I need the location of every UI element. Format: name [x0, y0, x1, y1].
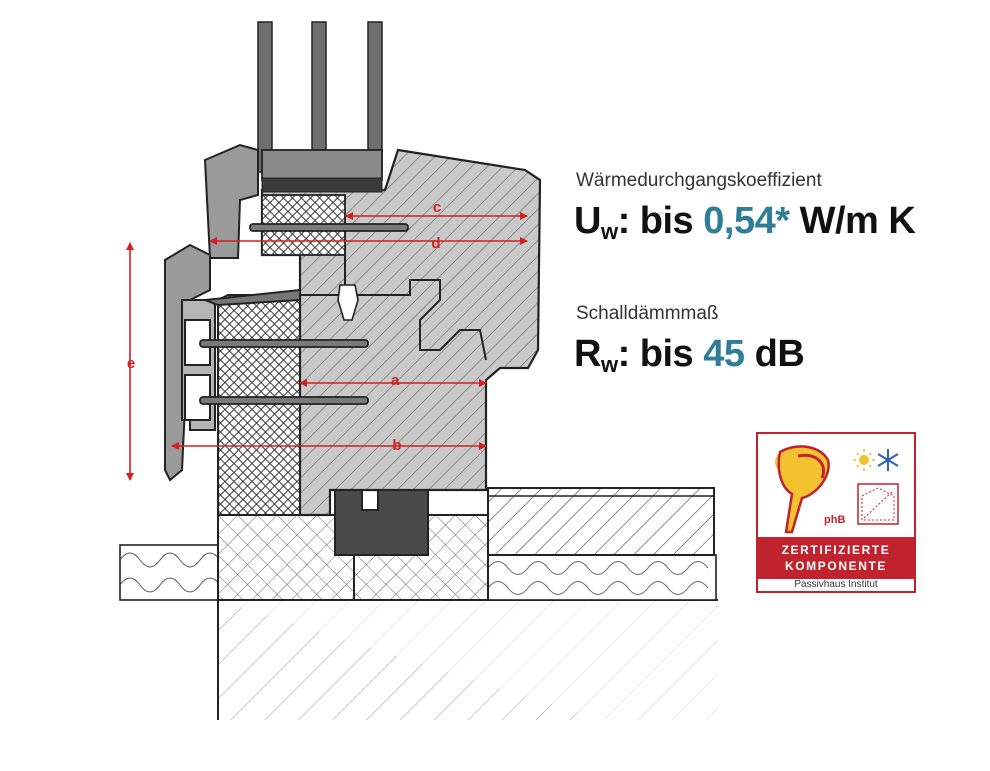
passivhaus-logo [775, 445, 899, 534]
sill-profile [334, 489, 429, 556]
badge-band: ZERTIFIZIERTE KOMPONENTE [758, 537, 914, 579]
acoustic-value: 45 [703, 333, 745, 375]
acoustic-unit: dB [744, 333, 805, 375]
thermal-label: Wärmedurchgangskoeffizient [576, 170, 822, 191]
badge-line-2: KOMPONENTE [784, 559, 887, 573]
sun-small-icon [853, 449, 875, 471]
dimension-lines [126, 212, 528, 481]
acoustic-label: Schalldämmmaß [576, 303, 719, 324]
floor-section [217, 599, 718, 720]
snowflake-icon [877, 449, 899, 471]
acoustic-symbol: R [574, 333, 601, 375]
fixing-screws [199, 223, 409, 405]
insulation-layer-left [119, 544, 221, 601]
thermal-subscript: w [600, 219, 618, 244]
badge-mark: phB [824, 514, 846, 526]
thermal-unit: W/m K [789, 200, 916, 242]
acoustic-prefix: : bis [617, 333, 704, 375]
insulation-layer-right [487, 554, 717, 601]
badge-institute: Passivhaus Institut [794, 579, 878, 590]
dimension-b-label: b [392, 437, 401, 454]
glazing-panes [257, 21, 383, 193]
thermal-value-line: Uw: bis 0,54* W/m K [574, 200, 916, 245]
aluminium-cladding [164, 143, 301, 482]
dimension-d-label: d [431, 235, 440, 252]
dimension-a-label: a [391, 372, 400, 389]
dimension-c-label: c [433, 199, 441, 216]
house-window-icon [857, 483, 899, 525]
thermal-symbol: U [574, 200, 601, 242]
thermal-value: 0,54* [703, 200, 790, 242]
passivhaus-certification-badge: phB ZERTIFIZIERTE KOMPONENTE Passivhaus … [756, 432, 916, 593]
dimension-labels: c d a b e [127, 199, 441, 454]
base-blocks [217, 514, 489, 601]
floor-screed [487, 487, 715, 556]
acoustic-subscript: w [600, 352, 618, 377]
thermal-prefix: : bis [617, 200, 704, 242]
dimension-e-label: e [127, 355, 135, 372]
acoustic-value-line: Rw: bis 45 dB [574, 333, 805, 378]
badge-line-1: ZERTIFIZIERTE [781, 543, 891, 557]
